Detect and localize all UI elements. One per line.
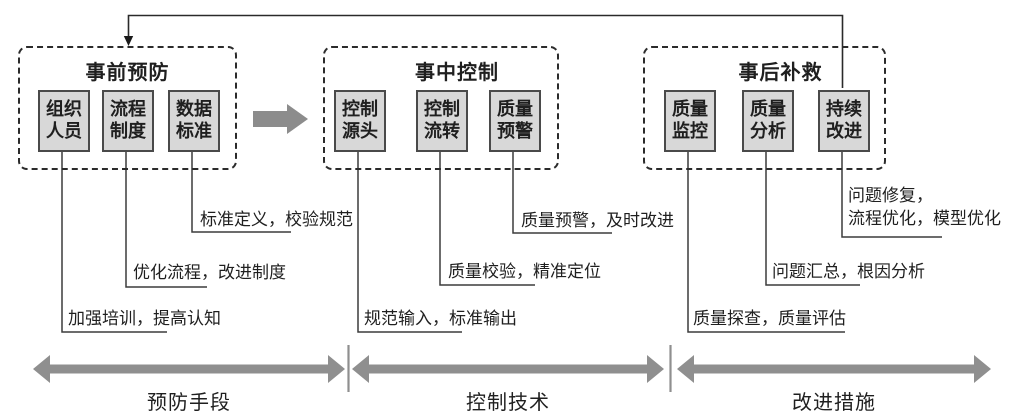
axis-arrow-improvement: [677, 355, 991, 383]
standard-definition-note: 标准定义，校验规范: [200, 210, 353, 230]
problem-fix-note: 问题修复， 流程优化，模型优化: [848, 186, 1001, 229]
phase-title-pre-prevention: 事前预防: [85, 60, 170, 84]
phase-pre-prevention: 事前预防 组织 人员 流程 制度 数据 标准: [18, 46, 237, 170]
axis-label-prevention-means: 预防手段: [147, 390, 231, 414]
quality-exploration-note: 质量探查，质量评估: [693, 309, 846, 329]
node-quality-analysis: 质量 分析: [742, 90, 794, 152]
connector-control-flow: [439, 150, 535, 286]
connector-control-source: [357, 150, 462, 333]
phase-in-process-control: 事中控制 控制 源头 控制 流转 质量 预警: [323, 46, 559, 170]
quality-check-note: 质量校验，精准定位: [448, 262, 601, 282]
phase-title-post-remediation: 事后补救: [738, 60, 823, 84]
arrowhead-down-icon: [123, 36, 134, 46]
axis-arrow-control: [352, 355, 664, 383]
connector-process-system: [125, 150, 207, 288]
phase-post-remediation: 事后补救 质量 监控 质量 分析 持续 改进: [643, 46, 886, 170]
connector-quality-alert: [512, 150, 612, 234]
connector-quality-monitor: [687, 150, 845, 333]
node-quality-alert: 质量 预警: [489, 90, 541, 152]
node-quality-monitor: 质量 监控: [664, 90, 716, 152]
quality-alert-note: 质量预警，及时改进: [521, 211, 674, 231]
problem-summary-note: 问题汇总，根因分析: [772, 262, 925, 282]
axis-label-improvement-measures: 改进措施: [792, 390, 876, 414]
phase-title-in-process-control: 事中控制: [415, 60, 499, 84]
axis-arrow-prevention: [33, 355, 345, 383]
phase-transition-arrow-icon: [253, 104, 308, 134]
node-organization-staff: 组织 人员: [38, 90, 90, 152]
training-awareness-note: 加强培训，提高认知: [68, 309, 221, 329]
connector-quality-analysis: [765, 150, 860, 286]
node-control-source: 控制 源头: [334, 90, 386, 152]
node-continuous-improvement: 持续 改进: [818, 90, 870, 152]
connector-organization-staff: [61, 150, 167, 333]
standard-io-note: 规范输入，标准输出: [364, 309, 517, 329]
connector-data-standard: [191, 150, 291, 233]
feedback-loop-arrow: [123, 14, 844, 88]
axis-label-control-technology: 控制技术: [466, 390, 550, 414]
optimize-process-note: 优化流程，改进制度: [133, 263, 286, 283]
node-control-flow: 控制 流转: [416, 90, 468, 152]
node-data-standard: 数据 标准: [168, 90, 220, 152]
node-process-system: 流程 制度: [102, 90, 154, 152]
connector-continuous-improvement: [841, 150, 942, 238]
